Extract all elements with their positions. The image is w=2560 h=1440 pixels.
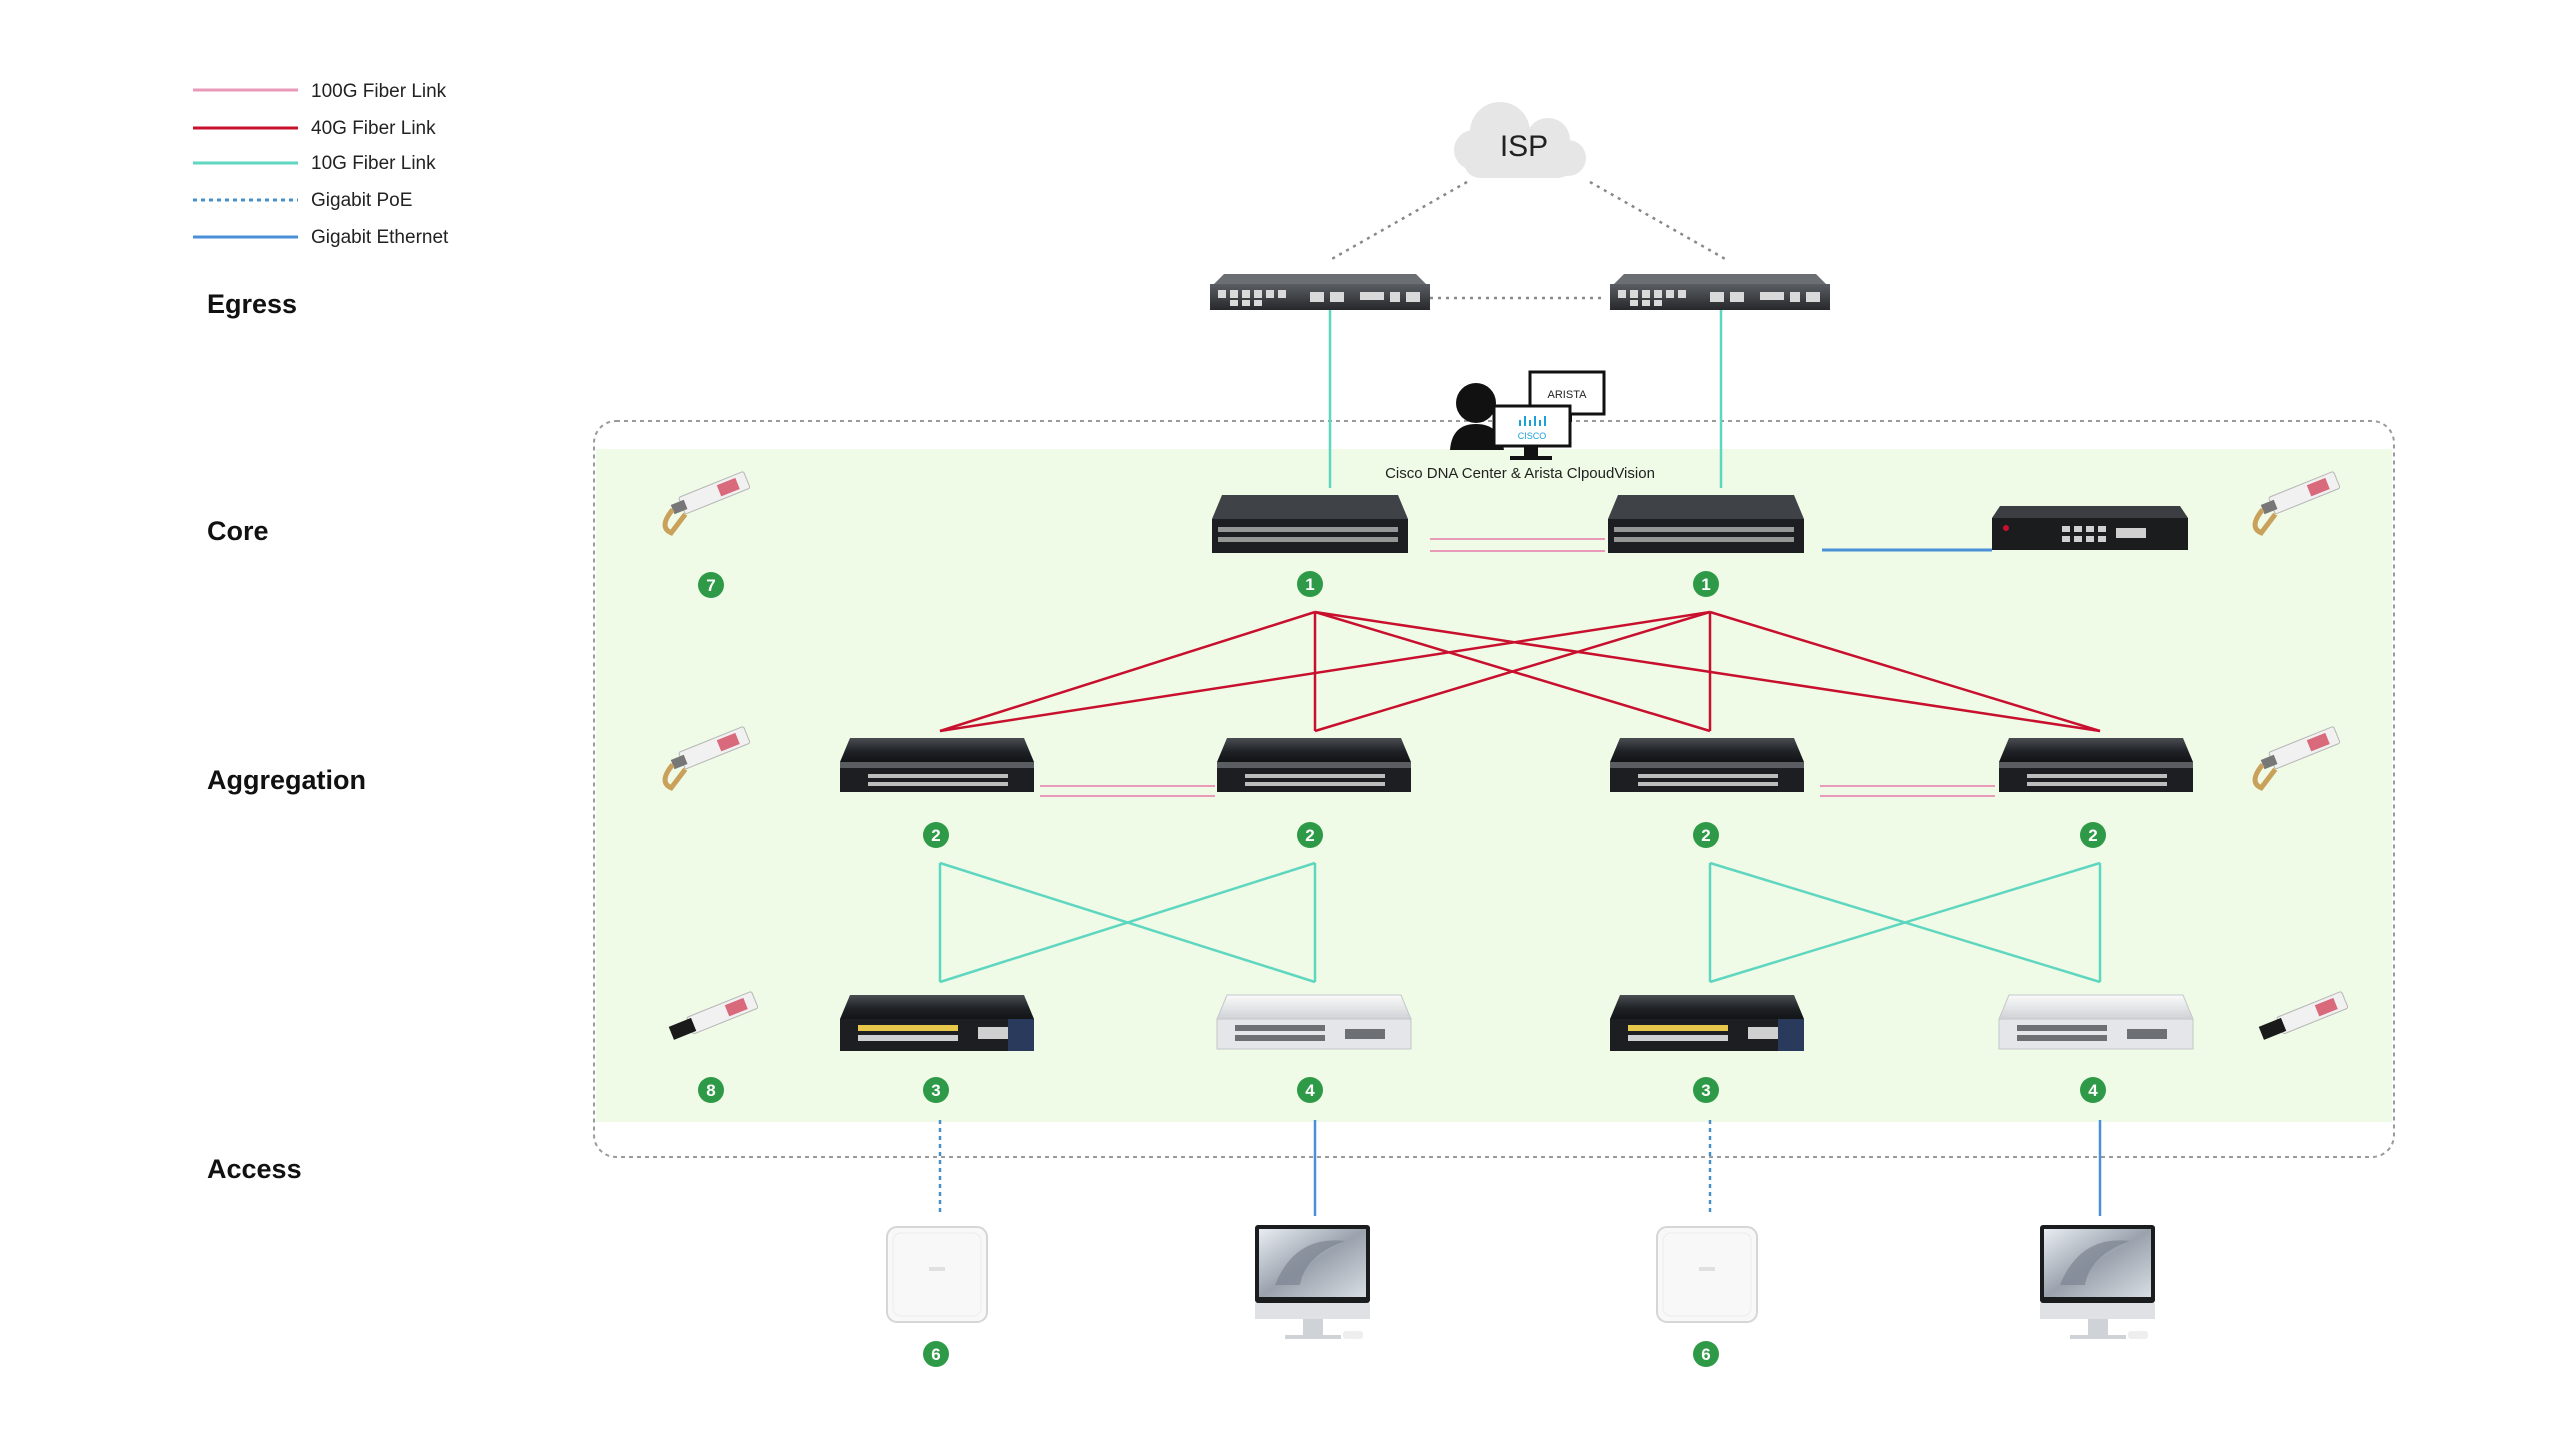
- legend-label-gbe: Gigabit Ethernet: [311, 227, 449, 248]
- agg-switch-2[interactable]: [1217, 738, 1411, 792]
- badge-agg-1-number: 2: [931, 826, 940, 845]
- legend-label-40g: 40G Fiber Link: [311, 118, 436, 139]
- core-switch-left[interactable]: [1212, 495, 1408, 553]
- core-switch-right[interactable]: [1608, 495, 1804, 553]
- badge-access-1-number: 3: [931, 1081, 940, 1100]
- layer-label-egress: Egress: [207, 289, 297, 319]
- admin-user-icon: [1450, 383, 1504, 450]
- badge-access-4: 4: [2080, 1077, 2106, 1103]
- legend-item-100g: 100G Fiber Link: [193, 81, 447, 102]
- wireless-access-point-right[interactable]: [1656, 1226, 1758, 1323]
- link-40g: [1314, 610, 1711, 733]
- agg-switch-1[interactable]: [840, 738, 1034, 792]
- transceiver-icon: [2252, 726, 2341, 791]
- badge-ap-1-number: 6: [931, 1345, 940, 1364]
- cisco-logo-icon: [1519, 416, 1546, 426]
- isp-link-left: [1329, 180, 1468, 262]
- egress-router-left[interactable]: [1210, 274, 1430, 310]
- cisco-monitor: CISCO: [1492, 404, 1572, 460]
- badge-ap-2: 6: [1693, 1341, 1719, 1367]
- badge-access-2: 4: [1297, 1077, 1323, 1103]
- badge-core-left-number: 1: [1305, 575, 1314, 594]
- layer-label-aggregation: Aggregation: [207, 765, 366, 795]
- badge-access-4-number: 4: [2088, 1081, 2098, 1100]
- badge-transceiver-core: 7: [698, 572, 724, 598]
- layer-label-access: Access: [207, 1154, 302, 1184]
- cisco-logo: CISCO: [1518, 431, 1547, 441]
- badge-agg-2: 2: [1297, 822, 1323, 848]
- legend-label-poe: Gigabit PoE: [311, 190, 412, 211]
- link-10g: [1709, 861, 2101, 984]
- agg-switch-3[interactable]: [1610, 738, 1804, 792]
- legend: 100G Fiber Link 40G Fiber Link 10G Fiber…: [193, 81, 449, 248]
- cloud-icon: [1454, 102, 1586, 178]
- badge-core-right: 1: [1693, 571, 1719, 597]
- badge-ap-1: 6: [923, 1341, 949, 1367]
- management-station[interactable]: ARISTA CISCO Cisco DNA Center & Arista C…: [1385, 370, 1655, 482]
- transceiver-icon: [662, 471, 751, 536]
- access-switch-gbe-right[interactable]: [1998, 994, 2194, 1050]
- wireless-access-point-left[interactable]: [886, 1226, 988, 1323]
- badge-transceiver-access-number: 8: [706, 1081, 715, 1100]
- isp-link-right: [1589, 180, 1728, 262]
- badge-agg-1: 2: [923, 822, 949, 848]
- link-40g: [1314, 610, 2101, 733]
- isp-cloud: ISP: [1454, 102, 1586, 178]
- badge-agg-3-number: 2: [1701, 826, 1710, 845]
- badge-core-left: 1: [1297, 571, 1323, 597]
- sfp-module-icon: [668, 991, 759, 1040]
- egress-router-right[interactable]: [1610, 274, 1830, 310]
- desktop-computer-left[interactable]: [1255, 1225, 1370, 1339]
- link-40g: [1709, 610, 2101, 733]
- legend-item-poe: Gigabit PoE: [193, 190, 412, 211]
- badge-access-1: 3: [923, 1077, 949, 1103]
- transceiver-icon: [2252, 471, 2341, 536]
- links-40g-core-agg: [939, 610, 2101, 733]
- badge-agg-2-number: 2: [1305, 826, 1314, 845]
- legend-label-100g: 100G Fiber Link: [311, 81, 447, 102]
- access-switch-poe-left[interactable]: [840, 995, 1034, 1051]
- badge-agg-3: 2: [1693, 822, 1719, 848]
- access-switch-gbe-left[interactable]: [1216, 994, 1412, 1050]
- transceiver-icon: [662, 726, 751, 791]
- badge-core-right-number: 1: [1701, 575, 1710, 594]
- links-10g-agg-access: [938, 861, 2102, 984]
- agg-switch-4[interactable]: [1999, 738, 2193, 792]
- badge-ap-2-number: 6: [1701, 1345, 1710, 1364]
- badge-agg-4: 2: [2080, 822, 2106, 848]
- badge-transceiver-core-number: 7: [706, 576, 715, 595]
- legend-label-10g: 10G Fiber Link: [311, 153, 436, 174]
- legend-item-10g: 10G Fiber Link: [193, 153, 436, 174]
- management-caption: Cisco DNA Center & Arista ClpoudVision: [1385, 465, 1655, 482]
- link-40g: [939, 610, 1711, 733]
- access-switch-poe-right[interactable]: [1610, 995, 1804, 1051]
- arista-logo: ARISTA: [1548, 389, 1588, 401]
- legend-item-40g: 40G Fiber Link: [193, 118, 436, 139]
- legend-item-gbe: Gigabit Ethernet: [193, 227, 449, 248]
- datacenter-zone-border: [593, 420, 2395, 1158]
- link-10g: [939, 861, 1316, 984]
- badge-access-2-number: 4: [1305, 1081, 1315, 1100]
- firewall-appliance[interactable]: [1992, 506, 2188, 550]
- badge-agg-4-number: 2: [2088, 826, 2097, 845]
- layer-label-core: Core: [207, 516, 269, 546]
- desktop-computer-right[interactable]: [2040, 1225, 2155, 1339]
- badge-access-3-number: 3: [1701, 1081, 1710, 1100]
- sfp-module-icon: [2258, 991, 2349, 1040]
- badge-transceiver-access: 8: [698, 1077, 724, 1103]
- links: [938, 180, 2102, 1216]
- link-40g: [939, 610, 1316, 733]
- badge-access-3: 3: [1693, 1077, 1719, 1103]
- isp-label: ISP: [1500, 130, 1548, 163]
